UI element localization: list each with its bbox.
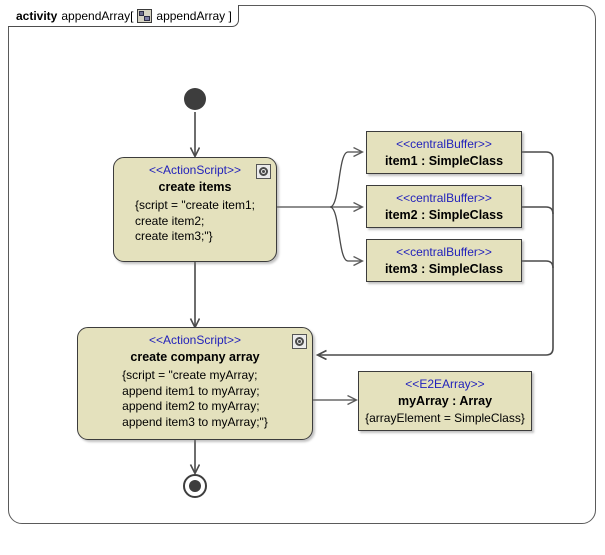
edge-create-items-to-item3 <box>329 206 362 261</box>
frame-inner-name: appendArray ] <box>156 8 232 23</box>
initial-node[interactable] <box>184 88 206 110</box>
node-title: create company array <box>130 350 260 364</box>
body-line: {script = "create item1; <box>135 198 255 212</box>
stereotype-label: <<E2EArray>> <box>405 377 485 391</box>
action-node-create-items[interactable]: <<ActionScript>> create items {script = … <box>113 157 277 262</box>
edge-item1-to-create-company-array <box>318 151 554 355</box>
activity-final-node[interactable] <box>183 474 207 498</box>
node-body: {script = "create item1; create item2; c… <box>135 198 255 245</box>
edge-item3-to-create-company-array <box>522 260 554 269</box>
edge-create-items-to-item1 <box>329 152 362 208</box>
body-line: create item3;"} <box>135 229 213 243</box>
body-line: append item2 to myArray; <box>122 399 260 413</box>
stereotype-label: <<centralBuffer>> <box>396 245 492 259</box>
body-line: {script = "create myArray; <box>122 368 258 382</box>
frame-keyword: activity <box>16 8 58 23</box>
activity-diagram-icon <box>137 8 153 23</box>
node-title: item3 : SimpleClass <box>384 262 504 276</box>
stereotype-label: <<centralBuffer>> <box>396 137 492 151</box>
object-node-my-array[interactable]: <<E2EArray>> myArray : Array {arrayEleme… <box>358 371 532 431</box>
body-line: create item2; <box>135 213 205 228</box>
node-title: item1 : SimpleClass <box>384 154 504 168</box>
activity-frame-header[interactable]: activity appendArray[ appendArray ] <box>8 5 239 27</box>
action-node-create-company-array[interactable]: <<ActionScript>> create company array {s… <box>77 327 313 440</box>
node-body: {arrayElement = SimpleClass} <box>365 411 525 425</box>
body-line: append item1 to myArray; <box>122 383 260 398</box>
frame-name: appendArray[ <box>61 8 134 23</box>
behavior-gear-icon[interactable] <box>292 334 307 349</box>
node-body: {script = "create myArray; append item1 … <box>122 368 268 430</box>
stereotype-label: <<ActionScript>> <box>148 163 242 177</box>
node-title: create items <box>158 180 232 194</box>
behavior-gear-icon[interactable] <box>256 164 271 179</box>
central-buffer-item2[interactable]: <<centralBuffer>> item2 : SimpleClass <box>366 185 522 228</box>
central-buffer-item1[interactable]: <<centralBuffer>> item1 : SimpleClass <box>366 131 522 174</box>
body-line: append item3 to myArray;"} <box>122 414 268 429</box>
node-title: myArray : Array <box>397 394 493 408</box>
central-buffer-item3[interactable]: <<centralBuffer>> item3 : SimpleClass <box>366 239 522 282</box>
node-title: item2 : SimpleClass <box>384 208 504 222</box>
edge-item2-to-create-company-array <box>522 206 554 215</box>
stereotype-label: <<ActionScript>> <box>148 333 242 347</box>
stereotype-label: <<centralBuffer>> <box>396 191 492 205</box>
